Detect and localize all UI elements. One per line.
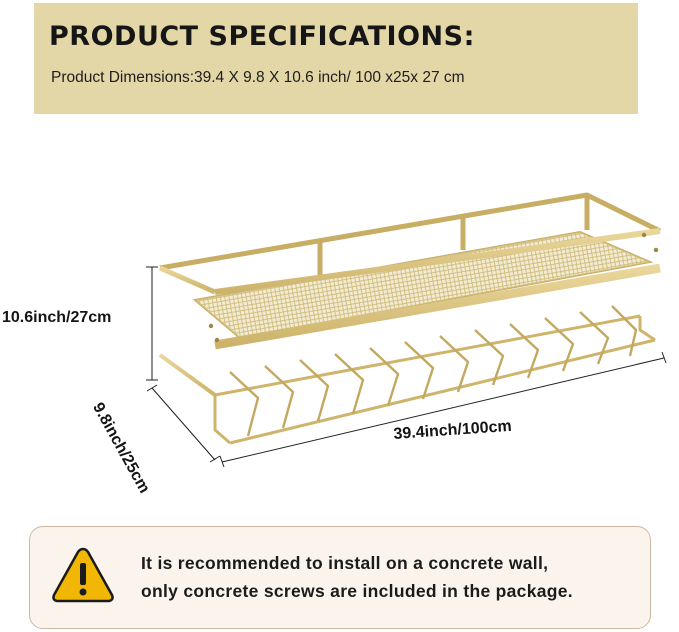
product-dimensions-text: Product Dimensions:39.4 X 9.8 X 10.6 inc… (51, 69, 465, 86)
notice-line-1: It is recommended to install on a concre… (141, 553, 549, 573)
rack-back-frame (159, 192, 662, 276)
length-dimension-line (221, 357, 665, 463)
spec-banner: PRODUCT SPECIFICATIONS: Product Dimensio… (34, 3, 638, 114)
notice-line-2: only concrete screws are included in the… (141, 581, 573, 601)
mesh-shelf (192, 230, 654, 340)
height-dimension-label: 10.6inch/27cm (2, 309, 112, 326)
notice-text: It is recommended to install on a concre… (141, 549, 573, 605)
wine-rack-illustration (146, 192, 667, 468)
glass-holder-slots (229, 305, 638, 437)
spec-title: PRODUCT SPECIFICATIONS: (49, 21, 475, 52)
installation-notice: It is recommended to install on a concre… (29, 526, 651, 629)
rack-front-frame (157, 228, 663, 397)
mounting-bolts (208, 232, 659, 343)
glass-holder-rails (213, 314, 656, 445)
depth-dimension-line (151, 387, 216, 461)
dimension-lines (146, 266, 667, 468)
warning-icon (52, 547, 114, 603)
